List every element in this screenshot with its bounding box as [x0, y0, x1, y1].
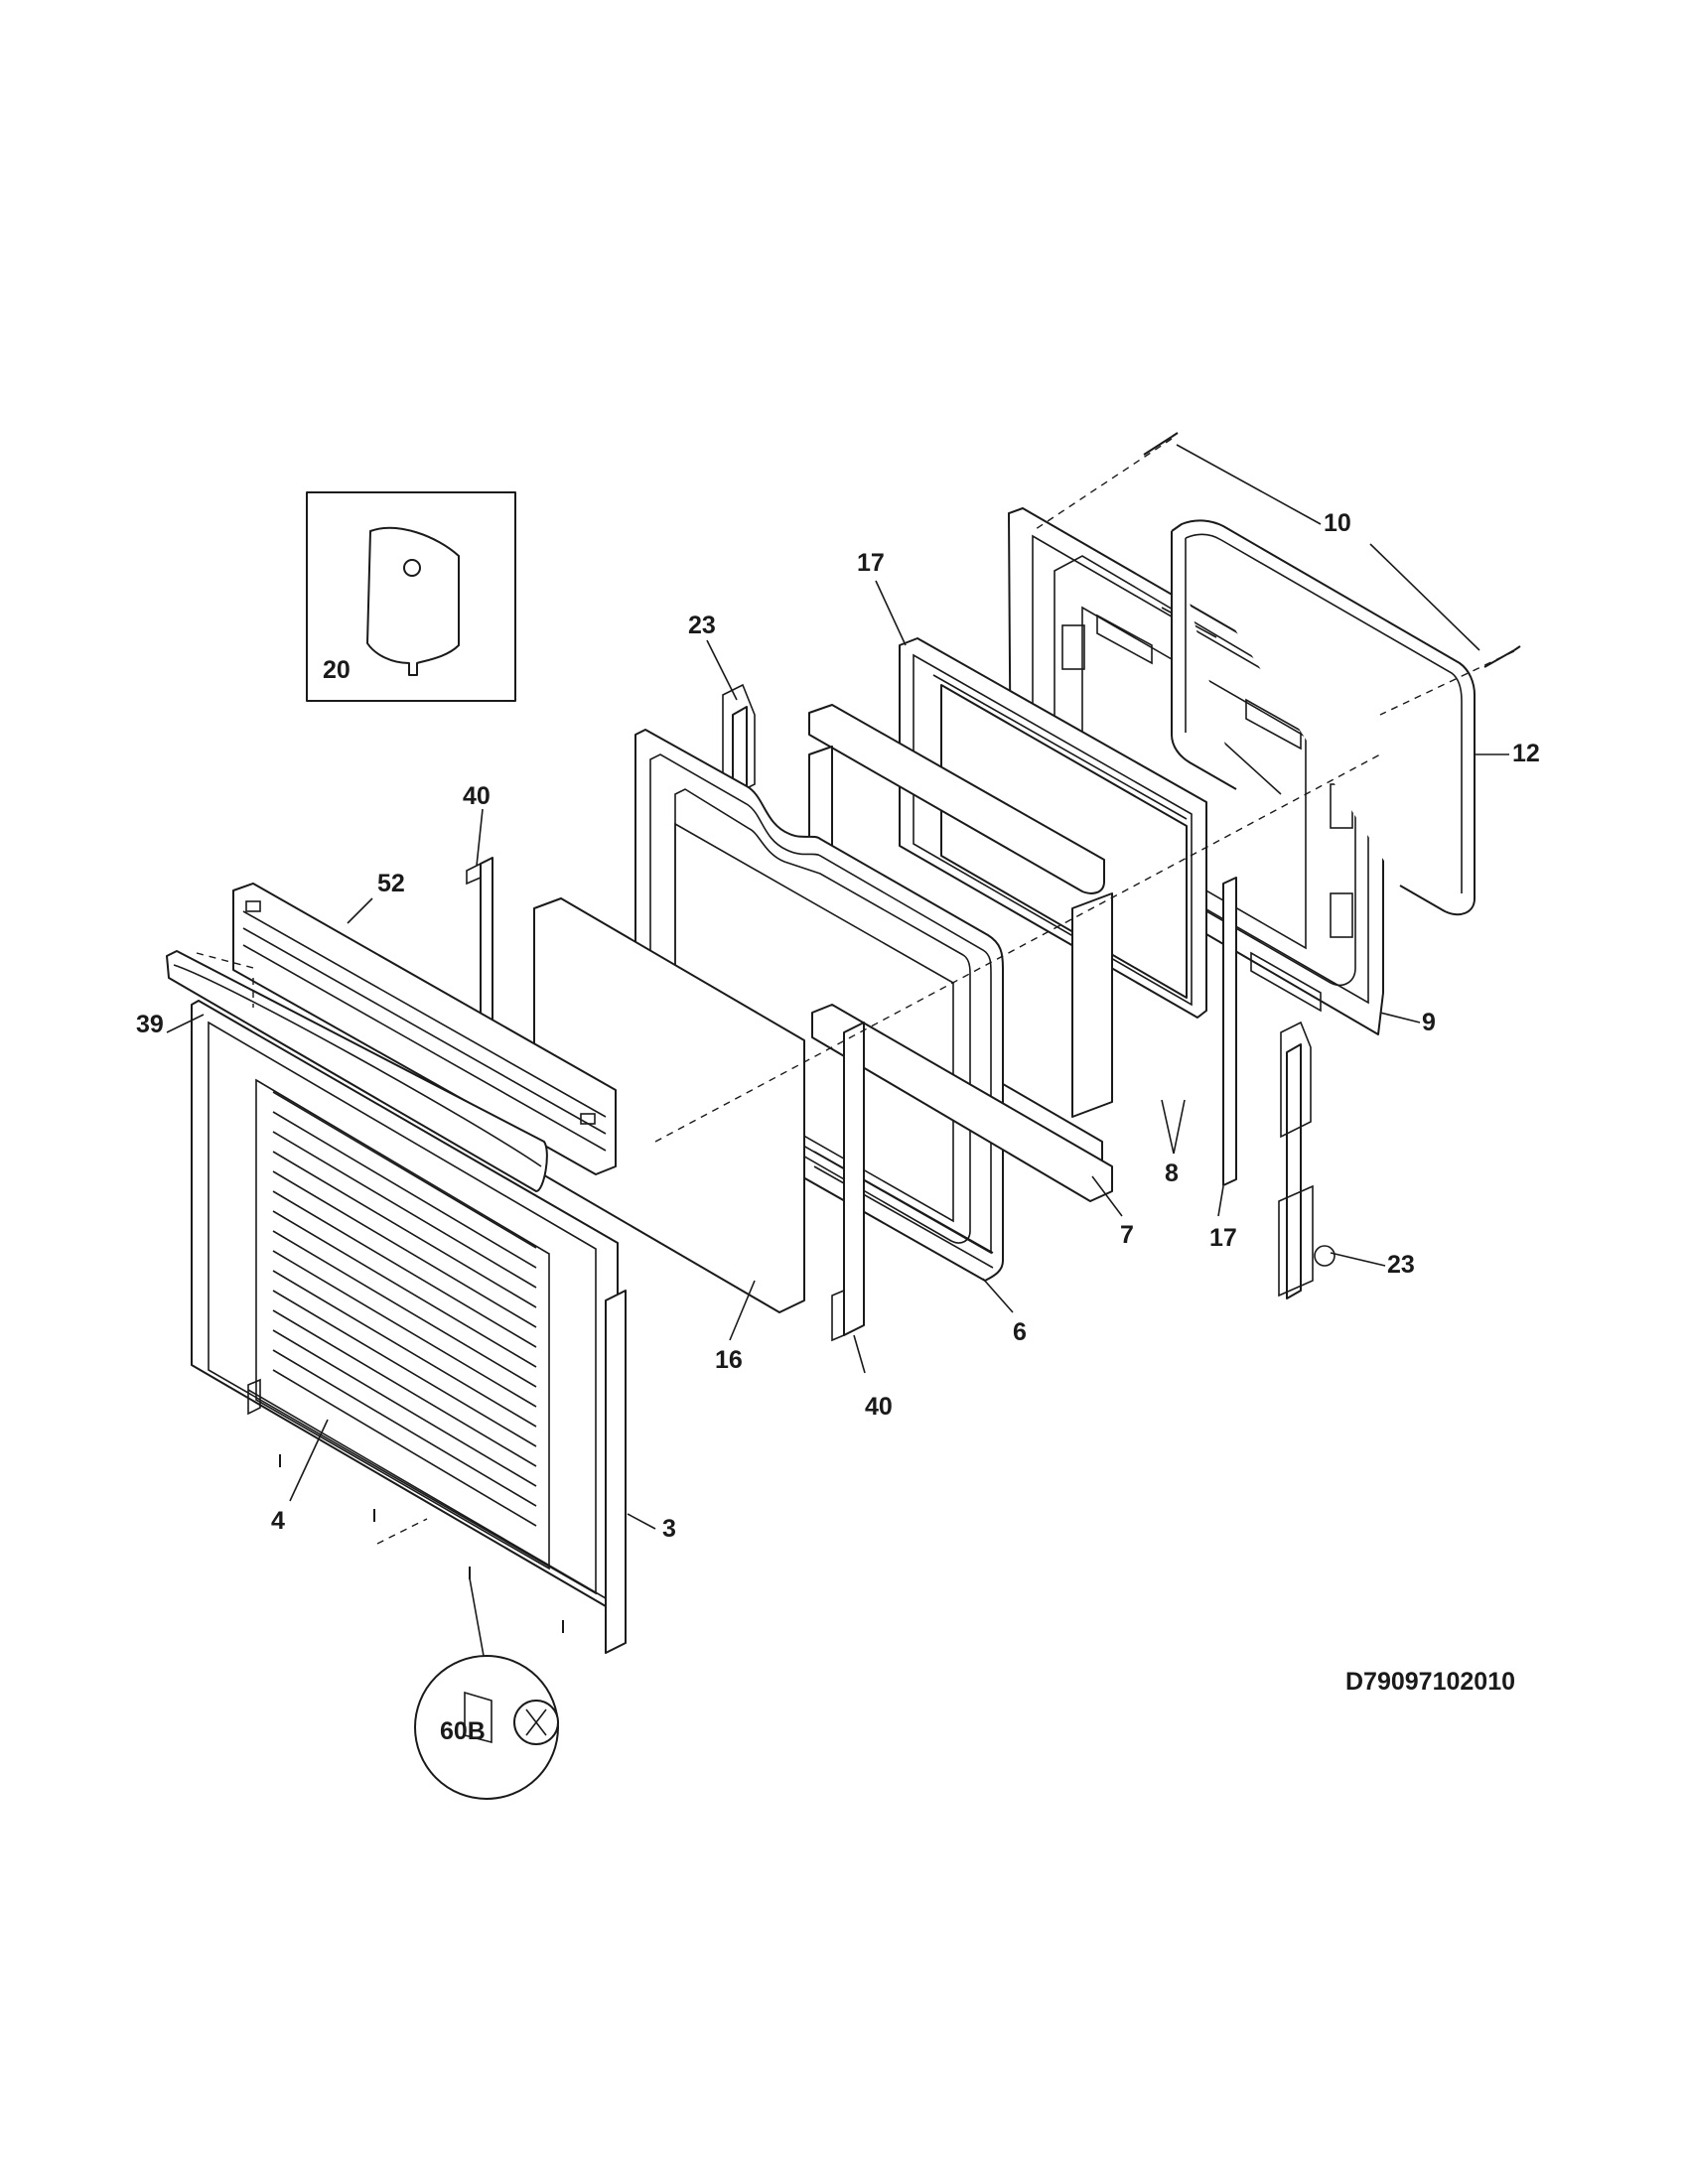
callout-3: 3 — [662, 1515, 676, 1543]
callout-40-bottom: 40 — [865, 1393, 893, 1421]
callout-60b: 60B — [440, 1717, 486, 1745]
callout-4: 4 — [271, 1507, 285, 1535]
callout-6: 6 — [1013, 1318, 1027, 1346]
alignment-lines — [196, 438, 1515, 1545]
callout-16: 16 — [715, 1346, 743, 1374]
part-12-door-gasket — [1171, 519, 1476, 916]
door-bottom-screws — [279, 1454, 564, 1633]
callout-10: 10 — [1324, 509, 1351, 537]
part-3-door-frame — [605, 1290, 627, 1654]
callout-17-top: 17 — [857, 549, 885, 577]
callout-40-top: 40 — [463, 782, 491, 810]
callout-23-bottom: 23 — [1387, 1251, 1415, 1279]
part-52-top-trim — [232, 883, 617, 1175]
callout-labels: 10 12 9 17 17 23 23 20 40 40 52 39 8 7 6… — [136, 509, 1540, 1745]
part-23-hinge-bottom — [1278, 1021, 1336, 1299]
callout-20: 20 — [323, 656, 351, 684]
part-7-insulation-frame — [811, 892, 1113, 1202]
part-17-side-strip — [1222, 877, 1237, 1186]
drawing-code: D79097102010 — [1345, 1668, 1515, 1696]
part-39-door-handle — [166, 950, 548, 1192]
leader-lines — [166, 444, 1509, 1657]
callout-7: 7 — [1120, 1221, 1134, 1249]
inset-box-part-20 — [306, 491, 516, 702]
callout-12: 12 — [1512, 740, 1540, 767]
part-60b-screw-detail — [414, 1655, 559, 1800]
callout-39: 39 — [136, 1011, 164, 1038]
callout-8: 8 — [1165, 1160, 1179, 1187]
callout-9: 9 — [1422, 1009, 1436, 1036]
part-40-bracket-bottom — [831, 1022, 865, 1342]
callout-23-top: 23 — [688, 612, 716, 639]
callout-17-bottom: 17 — [1209, 1224, 1237, 1252]
callout-52: 52 — [377, 870, 405, 897]
